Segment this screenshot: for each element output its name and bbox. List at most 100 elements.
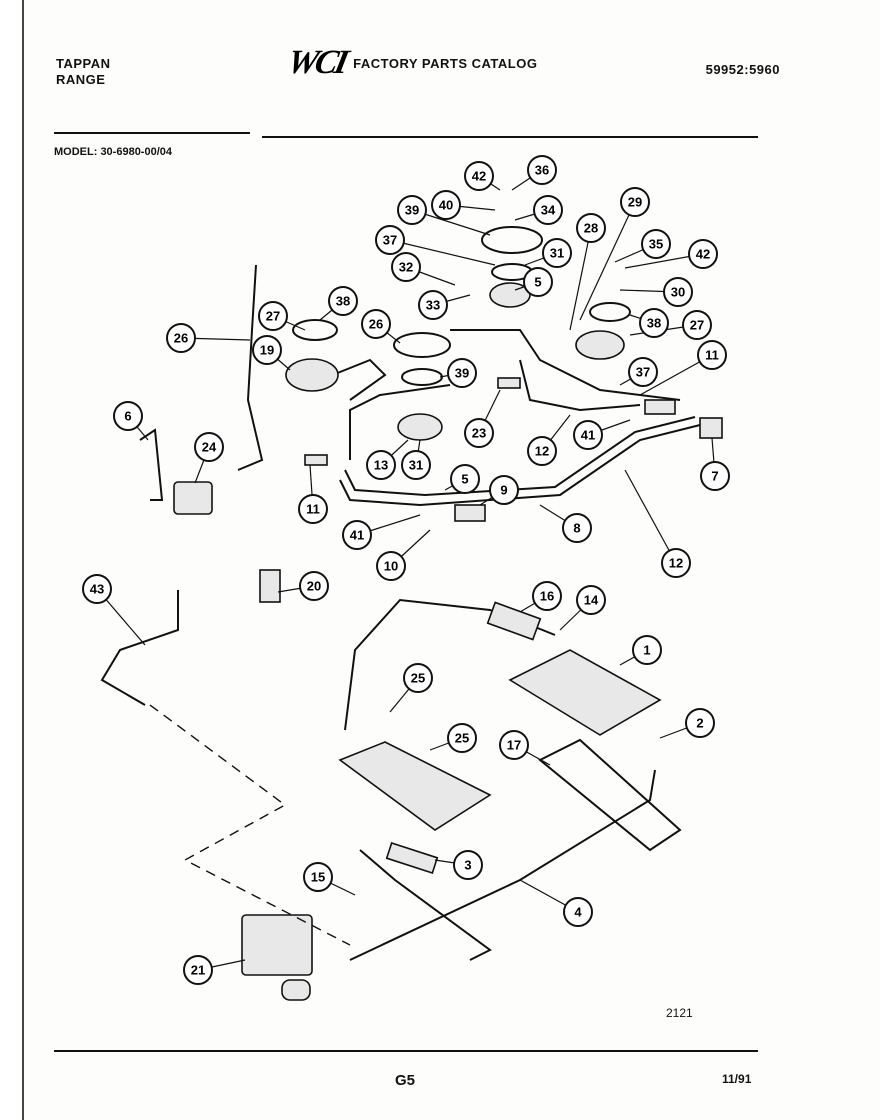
callout-number: 25 [455, 731, 469, 746]
valve-front [454, 504, 486, 522]
callout-circle [375, 225, 405, 255]
burner-right-front [575, 330, 625, 360]
callout-circle [298, 494, 328, 524]
callout-circle [252, 335, 282, 365]
callout-circle [661, 548, 691, 578]
brand-block: TAPPAN RANGE [56, 56, 111, 88]
callout-number: 14 [584, 593, 599, 608]
callout-circle [447, 723, 477, 753]
callout-31: 31 [401, 450, 431, 480]
callout-number: 10 [384, 559, 398, 574]
parts-catalog-page [22, 0, 880, 1120]
switch [699, 417, 723, 439]
callout-6: 6 [113, 401, 143, 431]
oven-igniter [486, 601, 542, 641]
callout-circle [620, 187, 650, 217]
callout-circle [113, 401, 143, 431]
bracket-small [304, 454, 328, 466]
callout-circle [639, 308, 669, 338]
callout-circle [523, 267, 553, 297]
pilot-tube [349, 769, 656, 961]
callout-36: 36 [527, 155, 557, 185]
callout-number: 1 [643, 643, 650, 658]
callout-circle [418, 290, 448, 320]
gas-line-rear [450, 329, 681, 401]
callout-circle [194, 432, 224, 462]
callout-circle [489, 475, 519, 505]
callout-5: 5 [523, 267, 553, 297]
callout-26: 26 [166, 323, 196, 353]
callout-21: 21 [183, 955, 213, 985]
callout-29: 29 [620, 187, 650, 217]
callout-number: 2 [696, 716, 703, 731]
callout-circle [431, 190, 461, 220]
callout-number: 11 [705, 348, 719, 363]
callout-number: 21 [191, 963, 205, 978]
callout-number: 26 [369, 317, 383, 332]
callout-number: 27 [690, 318, 704, 333]
cover [259, 569, 281, 603]
callout-circle [632, 635, 662, 665]
callout-19: 19 [252, 335, 282, 365]
callout-number: 37 [383, 233, 397, 248]
callout-circle [533, 195, 563, 225]
catalog-header: WCI FACTORY PARTS CATALOG [284, 44, 538, 81]
callout-24: 24 [194, 432, 224, 462]
callout-number: 26 [174, 331, 188, 346]
callout-2: 2 [685, 708, 715, 738]
leader-line [569, 227, 592, 331]
callout-number: 31 [409, 458, 423, 473]
callout-42: 42 [688, 239, 718, 269]
baffle-left [338, 741, 492, 831]
callout-circle [688, 239, 718, 269]
callout-37: 37 [628, 357, 658, 387]
callout-16: 16 [532, 581, 562, 611]
catalog-title: FACTORY PARTS CATALOG [353, 55, 538, 71]
igniter-bake [385, 841, 439, 875]
callout-circle [376, 551, 406, 581]
callout-circle [450, 464, 480, 494]
callout-number: 24 [202, 440, 217, 455]
callout-circle [685, 708, 715, 738]
burner-feed-left [319, 358, 387, 401]
callout-circle [532, 581, 562, 611]
callout-number: 34 [541, 203, 556, 218]
callout-27: 27 [682, 310, 712, 340]
callout-circle [576, 213, 606, 243]
callout-circle [361, 309, 391, 339]
header-rule-right [262, 136, 758, 138]
callout-circle [641, 229, 671, 259]
callout-8: 8 [562, 513, 592, 543]
callout-31: 31 [542, 238, 572, 268]
callout-1: 1 [632, 635, 662, 665]
dashed-connector [149, 704, 351, 946]
product-type: RANGE [56, 72, 106, 87]
callout-number: 3 [464, 858, 471, 873]
callout-number: 19 [260, 343, 274, 358]
burner-cap-1 [481, 226, 543, 254]
callout-number: 17 [507, 738, 521, 753]
callout-number: 30 [671, 285, 685, 300]
callout-number: 36 [535, 163, 549, 178]
callout-number: 42 [696, 247, 710, 262]
callout-32: 32 [391, 252, 421, 282]
callout-38: 38 [639, 308, 669, 338]
ignition-module [173, 481, 213, 515]
burner-left-front [397, 413, 443, 441]
footer-rule [54, 1050, 758, 1052]
callout-13: 13 [366, 450, 396, 480]
figure-number: 2121 [666, 1006, 693, 1020]
callout-number: 15 [311, 870, 325, 885]
callout-number: 28 [584, 221, 598, 236]
callout-circle [258, 301, 288, 331]
model-label: MODEL: 30-6980-00/04 [54, 146, 172, 158]
oven-burner-tube [538, 738, 682, 852]
callout-number: 20 [307, 579, 321, 594]
header-rule-left [54, 132, 250, 134]
callout-42: 42 [464, 161, 494, 191]
callout-number: 27 [266, 309, 280, 324]
callout-number: 35 [649, 237, 663, 252]
revision-date: 11/91 [722, 1072, 752, 1086]
callout-circle [682, 310, 712, 340]
